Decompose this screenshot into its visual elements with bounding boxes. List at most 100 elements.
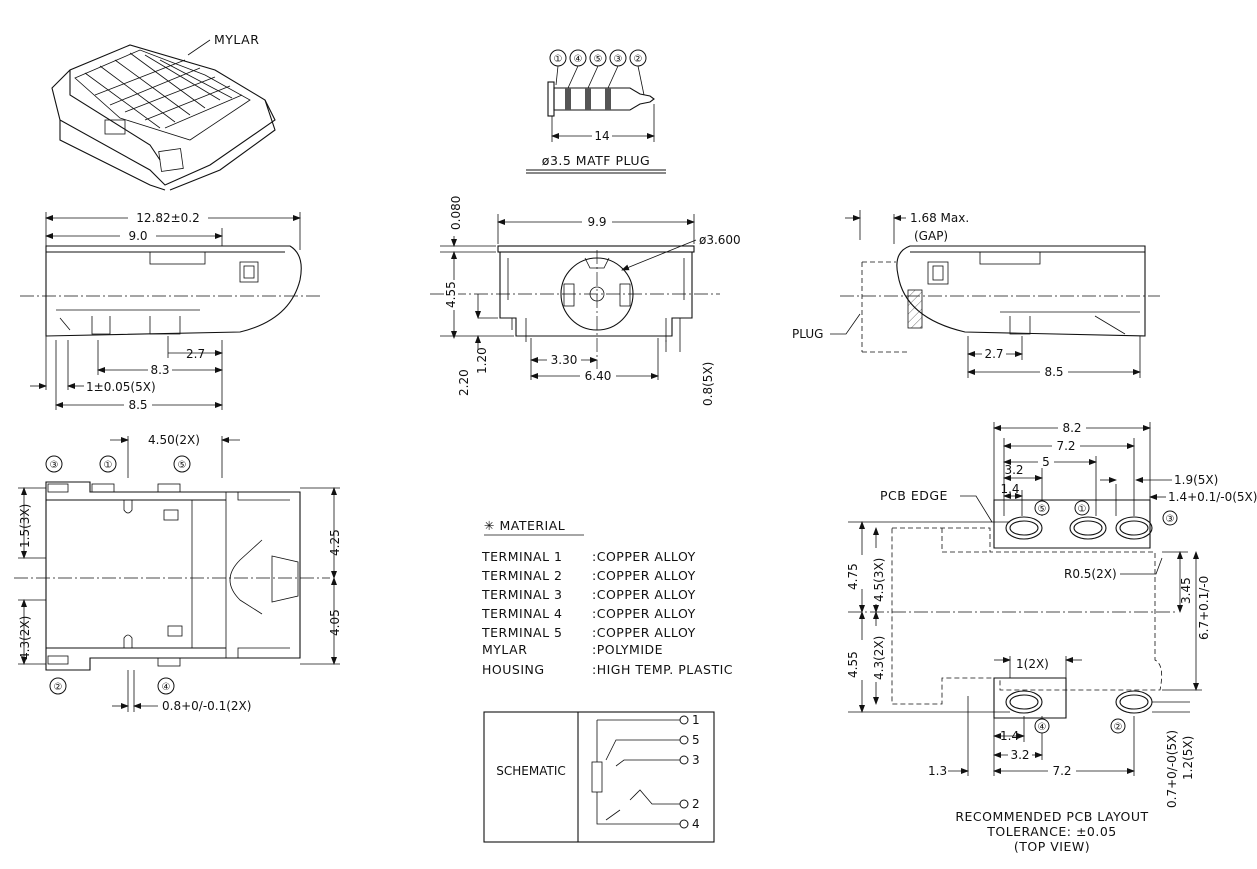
material-table: ✳ MATERIAL TERMINAL 1 :COPPER ALLOY TERMI… xyxy=(481,518,733,677)
svg-text::COPPER ALLOY: :COPPER ALLOY xyxy=(592,568,696,583)
svg-text:③: ③ xyxy=(1166,514,1175,525)
svg-text:(TOP VIEW): (TOP VIEW) xyxy=(1014,839,1090,854)
svg-text:①: ① xyxy=(104,460,113,471)
svg-text:2.20: 2.20 xyxy=(457,369,471,396)
svg-text:HOUSING: HOUSING xyxy=(482,662,545,677)
svg-text:4.55: 4.55 xyxy=(444,281,458,308)
plug-diagram: 14 ① ④ ⑤ ③ ② ø3.5 MATF PLUG xyxy=(526,49,666,174)
svg-text::COPPER ALLOY: :COPPER ALLOY xyxy=(592,625,696,640)
svg-text:4.75: 4.75 xyxy=(846,563,860,590)
svg-text:ø3.600: ø3.600 xyxy=(699,233,741,247)
top-view-pin-labels: ③ ① ⑤ ② ④ xyxy=(45,455,191,695)
svg-text::COPPER ALLOY: :COPPER ALLOY xyxy=(592,549,696,564)
top-view: 4.50(2X) 1.5(3X) 4.3(2X) 4.25 4.05 0.8+0… xyxy=(14,433,342,713)
front-view: 9.9 ø3.600 0.080 4.55 2.20 1.20 3.30 6.4… xyxy=(430,196,741,406)
svg-text:3.2: 3.2 xyxy=(1004,463,1023,477)
svg-text:④: ④ xyxy=(162,682,171,693)
svg-text:8.3: 8.3 xyxy=(150,363,169,377)
schematic-box: SCHEMATIC 1 5 3 2 4 xyxy=(483,711,715,843)
plug-length: 14 xyxy=(594,129,609,143)
svg-text:9.0: 9.0 xyxy=(128,229,147,243)
svg-text:TERMINAL 5: TERMINAL 5 xyxy=(481,625,562,640)
svg-text:0.7+0/-0(5X): 0.7+0/-0(5X) xyxy=(1165,730,1179,808)
svg-text:5: 5 xyxy=(1042,455,1050,469)
svg-text:3: 3 xyxy=(692,753,700,767)
svg-text:3.45: 3.45 xyxy=(1179,577,1193,604)
svg-text:①: ① xyxy=(1078,504,1087,515)
svg-text:②: ② xyxy=(54,682,63,693)
svg-text:8.2: 8.2 xyxy=(1062,421,1081,435)
svg-text:③: ③ xyxy=(50,460,59,471)
svg-text::HIGH TEMP. PLASTIC: :HIGH TEMP. PLASTIC xyxy=(592,662,733,677)
svg-text:⑤: ⑤ xyxy=(594,54,603,65)
svg-text:1(2X): 1(2X) xyxy=(1016,657,1049,671)
svg-text:③: ③ xyxy=(614,54,623,65)
svg-text:RECOMMENDED PCB LAYOUT: RECOMMENDED PCB LAYOUT xyxy=(955,809,1148,824)
svg-text:7.2: 7.2 xyxy=(1056,439,1075,453)
svg-text:①: ① xyxy=(554,54,563,65)
svg-text:TERMINAL 4: TERMINAL 4 xyxy=(481,606,562,621)
svg-text::POLYMIDE: :POLYMIDE xyxy=(592,642,663,657)
svg-text:8.5: 8.5 xyxy=(1044,365,1063,379)
pcb-layout: 8.2 7.2 5 3.2 1.4 1.9(5X) 1.4+0.1/-0(5X)… xyxy=(846,421,1257,854)
rear-view: 1.68 Max. (GAP) PLUG 2.7 8.5 xyxy=(792,210,1160,379)
svg-text:1.9(5X): 1.9(5X) xyxy=(1174,473,1218,487)
isometric-view: MYLAR xyxy=(51,32,276,191)
svg-text:1.68 Max.: 1.68 Max. xyxy=(910,211,969,225)
svg-text:7.2: 7.2 xyxy=(1052,764,1071,778)
svg-text:1±0.05(5X): 1±0.05(5X) xyxy=(86,380,156,394)
svg-text:R0.5(2X): R0.5(2X) xyxy=(1064,567,1117,581)
svg-text:4.50(2X): 4.50(2X) xyxy=(148,433,200,447)
svg-text:4: 4 xyxy=(692,817,700,831)
svg-text:4.25: 4.25 xyxy=(328,529,342,556)
svg-text:⑤: ⑤ xyxy=(178,460,187,471)
svg-text:12.82±0.2: 12.82±0.2 xyxy=(136,211,200,225)
svg-text:②: ② xyxy=(634,54,643,65)
svg-text:PLUG: PLUG xyxy=(792,327,823,341)
svg-text:1.4+0.1/-0(5X): 1.4+0.1/-0(5X) xyxy=(1168,490,1257,504)
material-title: ✳ MATERIAL xyxy=(484,518,565,533)
svg-text:④: ④ xyxy=(1038,722,1047,733)
pcb-edge-label: PCB EDGE xyxy=(880,488,948,503)
svg-text:8.5: 8.5 xyxy=(128,398,147,412)
svg-text:1.4: 1.4 xyxy=(1000,729,1019,743)
side-view: 12.82±0.2 9.0 2.7 8.3 1±0.05(5X) 8.5 xyxy=(20,210,320,412)
svg-text:6.40: 6.40 xyxy=(585,369,612,383)
svg-text:6.7+0.1/-0: 6.7+0.1/-0 xyxy=(1197,576,1211,640)
pcb-pin-labels: ⑤ ① ③ ④ ② xyxy=(1034,500,1178,734)
svg-text:4.3(2X): 4.3(2X) xyxy=(872,636,886,680)
svg-text:②: ② xyxy=(1114,722,1123,733)
svg-text:TERMINAL 2: TERMINAL 2 xyxy=(481,568,562,583)
svg-text:4.3(2X): 4.3(2X) xyxy=(18,616,32,660)
svg-text:MYLAR: MYLAR xyxy=(482,642,527,657)
svg-text:1.2(5X): 1.2(5X) xyxy=(1181,736,1195,780)
mylar-grid xyxy=(84,52,243,129)
schematic-label: SCHEMATIC xyxy=(496,764,565,778)
svg-text:0.080: 0.080 xyxy=(449,196,463,230)
svg-text:④: ④ xyxy=(574,54,583,65)
svg-text:TOLERANCE: ±0.05: TOLERANCE: ±0.05 xyxy=(986,824,1117,839)
plug-title: ø3.5 MATF PLUG xyxy=(542,153,650,168)
svg-text:⑤: ⑤ xyxy=(1038,504,1047,515)
svg-text:4.5(3X): 4.5(3X) xyxy=(872,558,886,602)
svg-text:2.7: 2.7 xyxy=(186,347,205,361)
svg-text:0.8+0/-0.1(2X): 0.8+0/-0.1(2X) xyxy=(162,699,251,713)
plug-pin-labels: ① ④ ⑤ ③ ② xyxy=(549,49,647,96)
svg-text:4.55: 4.55 xyxy=(846,651,860,678)
svg-text:1: 1 xyxy=(692,713,700,727)
mylar-label: MYLAR xyxy=(214,32,259,47)
svg-text:1.3: 1.3 xyxy=(928,764,947,778)
svg-text:3.2: 3.2 xyxy=(1010,748,1029,762)
svg-text:4.05: 4.05 xyxy=(328,609,342,636)
svg-text::COPPER ALLOY: :COPPER ALLOY xyxy=(592,587,696,602)
svg-text:3.30: 3.30 xyxy=(551,353,578,367)
svg-text:1.4: 1.4 xyxy=(1000,482,1019,496)
svg-text:TERMINAL 1: TERMINAL 1 xyxy=(481,549,562,564)
svg-text:1.5(3X): 1.5(3X) xyxy=(18,504,32,548)
svg-text:0.8(5X): 0.8(5X) xyxy=(701,362,715,406)
svg-text:TERMINAL 3: TERMINAL 3 xyxy=(481,587,562,602)
svg-text:2: 2 xyxy=(692,797,700,811)
svg-text:9.9: 9.9 xyxy=(587,215,606,229)
svg-text:2.7: 2.7 xyxy=(984,347,1003,361)
